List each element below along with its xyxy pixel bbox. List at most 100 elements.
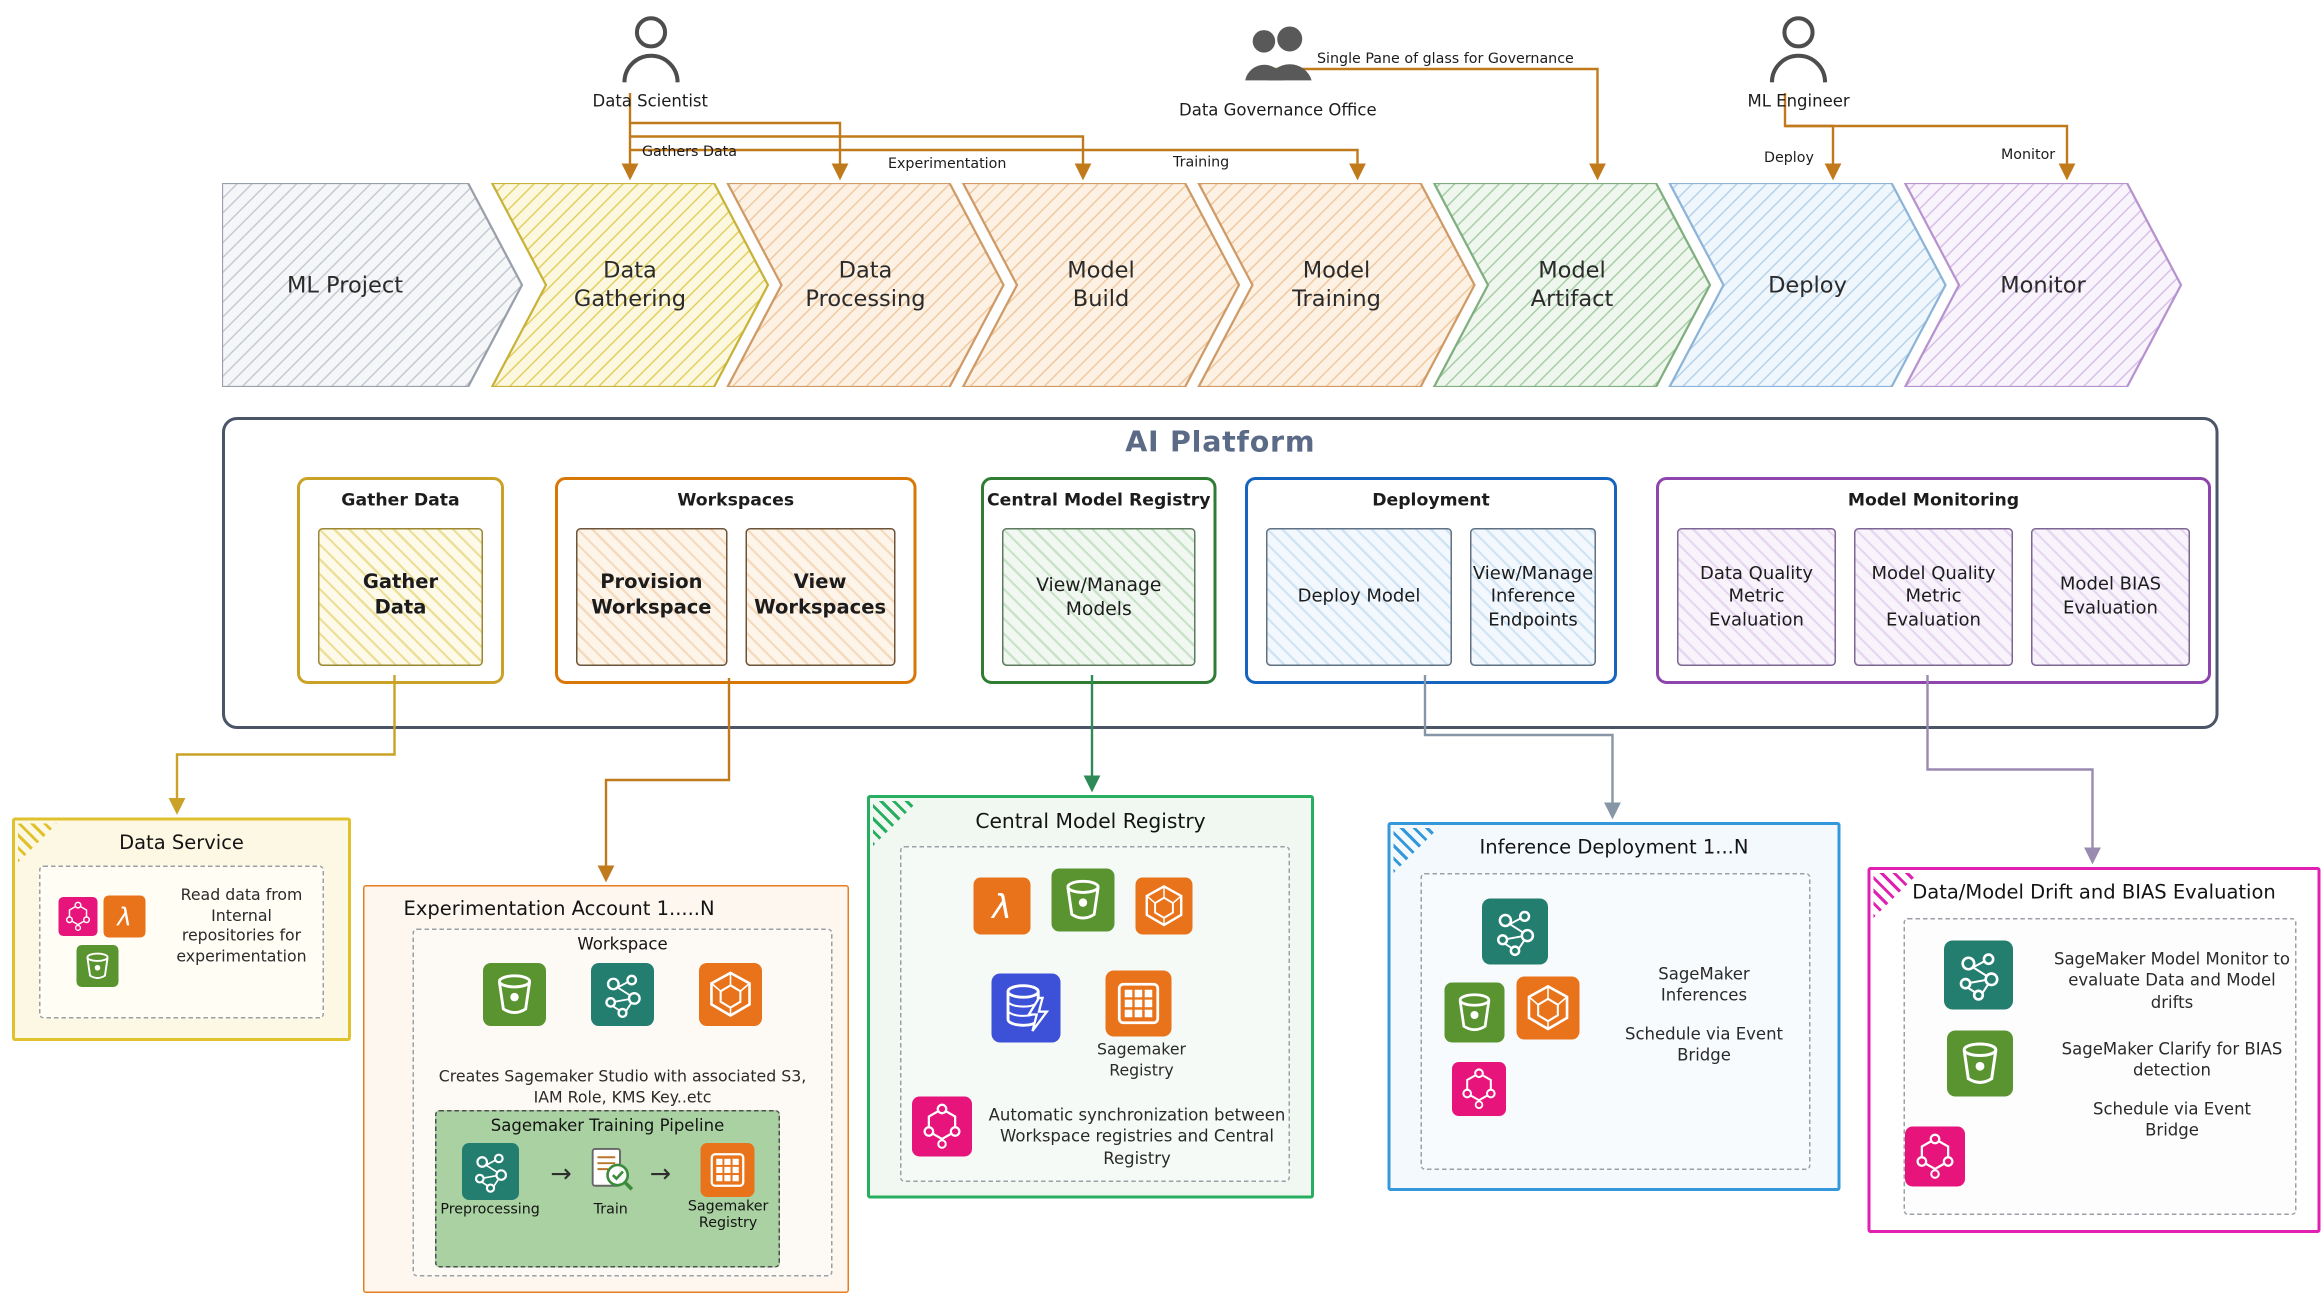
chevron-label-data-gathering: Data Gathering bbox=[573, 256, 687, 312]
workflow-icon bbox=[912, 1096, 972, 1157]
drift-title: Data/Model Drift and BIAS Evaluation bbox=[1912, 882, 2276, 905]
node-provision-workspace: Provision Workspace bbox=[576, 528, 727, 666]
group-deployment: Deployment Deploy Model View/Manage Infe… bbox=[1245, 477, 1617, 684]
s3-bucket-icon bbox=[1051, 868, 1115, 932]
actor-label: Data Scientist bbox=[592, 91, 709, 112]
s3-bucket-icon bbox=[483, 963, 546, 1026]
lambda-icon: λ bbox=[973, 877, 1031, 935]
step-sagemaker-registry: Sagemaker Registry bbox=[682, 1143, 775, 1233]
group-title: Model Monitoring bbox=[1847, 489, 2020, 510]
actor-label: ML Engineer bbox=[1747, 91, 1850, 112]
actor-ml-engineer: ML Engineer bbox=[1748, 12, 1850, 111]
label-training: Training bbox=[1173, 154, 1230, 172]
step-train: Train bbox=[582, 1143, 639, 1219]
node-model-quality-metric-evaluation: Model Quality Metric Evaluation bbox=[1854, 528, 2013, 666]
chevron-label-monitor: Monitor bbox=[2000, 270, 2086, 298]
database-icon bbox=[991, 973, 1061, 1043]
arrow-right-icon: → bbox=[550, 1159, 572, 1190]
chevron-label-deploy: Deploy bbox=[1768, 270, 1847, 298]
label-monitor: Monitor bbox=[2001, 147, 2056, 164]
drift-line1: SageMaker Model Monitor to evaluate Data… bbox=[2053, 949, 2291, 1012]
group-gather-data: Gather Data Gather Data bbox=[297, 477, 504, 684]
train-check-icon bbox=[582, 1143, 639, 1200]
chevron-label-model-artifact: Model Artifact bbox=[1530, 256, 1614, 312]
step-label: Preprocessing bbox=[440, 1201, 540, 1218]
drift-evaluation-box: Data/Model Drift and BIAS Evaluation Sag… bbox=[1867, 867, 2321, 1233]
chevron-label-data-processing: Data Processing bbox=[805, 256, 926, 312]
node-gather-data: Gather Data bbox=[318, 528, 483, 666]
inference-title: Inference Deployment 1...N bbox=[1479, 837, 1749, 860]
container-icon bbox=[699, 963, 762, 1026]
group-title: Central Model Registry bbox=[987, 489, 1211, 510]
group-title: Workspaces bbox=[677, 489, 795, 510]
node-view-manage-models: View/Manage Models bbox=[1002, 528, 1196, 666]
node-deploy-model: Deploy Model bbox=[1266, 528, 1452, 666]
workspace-title: Workspace bbox=[577, 934, 668, 955]
node-view-manage-inference-endpoints: View/Manage Inference Endpoints bbox=[1470, 528, 1596, 666]
workflow-icon bbox=[1452, 1062, 1506, 1116]
inference-line2: Schedule via Event Bridge bbox=[1624, 1024, 1784, 1066]
sagemaker-icon bbox=[591, 963, 654, 1026]
s3-bucket-icon bbox=[76, 945, 119, 987]
node-model-bias-evaluation: Model BIAS Evaluation bbox=[2031, 528, 2190, 666]
label-gathers-data: Gathers Data bbox=[642, 144, 738, 161]
chevron-label-model-training: Model Training bbox=[1292, 256, 1381, 312]
inference-line1: SageMaker Inferences bbox=[1658, 964, 1750, 1006]
person-icon bbox=[1761, 12, 1836, 87]
step-label: Sagemaker Registry bbox=[687, 1198, 769, 1232]
actor-governance-office: Data Governance Office bbox=[1179, 21, 1377, 120]
drift-line2: SageMaker Clarify for BIAS detection bbox=[2061, 1039, 2283, 1081]
chevron-label-model-build: Model Build bbox=[1067, 256, 1135, 312]
training-pipeline-box: Sagemaker Training Pipeline Preprocessin… bbox=[435, 1110, 780, 1268]
experimentation-account-box: Experimentation Account 1.....N Workspac… bbox=[363, 885, 849, 1293]
experimentation-title: Experimentation Account 1.....N bbox=[403, 898, 715, 922]
node-data-quality-metric-evaluation: Data Quality Metric Evaluation bbox=[1677, 528, 1836, 666]
ai-platform-container: AI Platform Gather Data Gather Data Work… bbox=[222, 417, 2219, 729]
central-registry-title: Central Model Registry bbox=[975, 810, 1206, 834]
step-preprocessing: Preprocessing bbox=[440, 1143, 540, 1219]
training-pipeline-steps: Preprocessing → Train → Sagemaker Regist… bbox=[437, 1143, 779, 1233]
data-service-title: Data Service bbox=[119, 832, 244, 856]
central-model-registry-box: Central Model Registry λ Sagemaker Regis… bbox=[867, 795, 1314, 1199]
step-label: Train bbox=[593, 1201, 628, 1218]
drift-inner: SageMaker Model Monitor to evaluate Data… bbox=[1903, 918, 2297, 1215]
label-experimentation: Experimentation bbox=[888, 156, 1007, 173]
container-icon bbox=[1516, 976, 1580, 1040]
workflow-icon bbox=[58, 897, 98, 936]
svg-text:λ: λ bbox=[990, 887, 1012, 926]
workspace-icons bbox=[414, 963, 831, 1026]
data-service-note: Read data from Internal repositories for… bbox=[176, 886, 307, 966]
workspace-inner: Workspace Creates Sagemaker Studio with … bbox=[412, 928, 833, 1277]
group-model-monitoring: Model Monitoring Data Quality Metric Eva… bbox=[1656, 477, 2211, 684]
person-icon bbox=[613, 12, 688, 87]
node-view-workspaces: View Workspaces bbox=[744, 528, 896, 666]
workflow-icon bbox=[1905, 1126, 1965, 1187]
s3-bucket-icon bbox=[1444, 982, 1505, 1043]
central-registry-inner: λ Sagemaker Registry Automatic synchroni… bbox=[900, 846, 1290, 1182]
people-icon bbox=[1233, 21, 1323, 96]
drift-line3: Schedule via Event Bridge bbox=[2092, 1099, 2252, 1141]
training-pipeline-title: Sagemaker Training Pipeline bbox=[490, 1116, 725, 1136]
inference-inner: SageMaker Inferences Schedule via Event … bbox=[1420, 873, 1811, 1170]
lambda-icon: λ bbox=[103, 895, 146, 938]
sagemaker-icon bbox=[1944, 940, 2013, 1010]
actor-data-scientist: Data Scientist bbox=[592, 12, 709, 112]
data-service-box: Data Service λ Read data from Internal r… bbox=[12, 817, 351, 1041]
sagemaker-icon bbox=[1482, 898, 1548, 965]
central-registry-note: Automatic synchronization between Worksp… bbox=[988, 1105, 1286, 1168]
s3-bucket-icon bbox=[1947, 1030, 2013, 1097]
data-service-inner: λ Read data from Internal repositories f… bbox=[39, 865, 324, 1019]
svg-text:λ: λ bbox=[115, 902, 132, 931]
workspace-note: Creates Sagemaker Studio with associated… bbox=[438, 1068, 807, 1107]
group-title: Gather Data bbox=[341, 489, 460, 510]
ai-platform-title: AI Platform bbox=[1125, 426, 1316, 459]
group-workspaces: Workspaces Provision Workspace View Work… bbox=[555, 477, 917, 684]
label-deploy: Deploy bbox=[1764, 150, 1814, 167]
sagemaker-icon bbox=[461, 1143, 519, 1200]
inference-deployment-box: Inference Deployment 1...N SageMaker Inf… bbox=[1387, 822, 1841, 1191]
chevron-label-ml-project: ML Project bbox=[286, 270, 404, 298]
container-icon bbox=[1135, 877, 1193, 935]
arrow-right-icon: → bbox=[649, 1159, 672, 1190]
group-title: Deployment bbox=[1372, 489, 1490, 510]
